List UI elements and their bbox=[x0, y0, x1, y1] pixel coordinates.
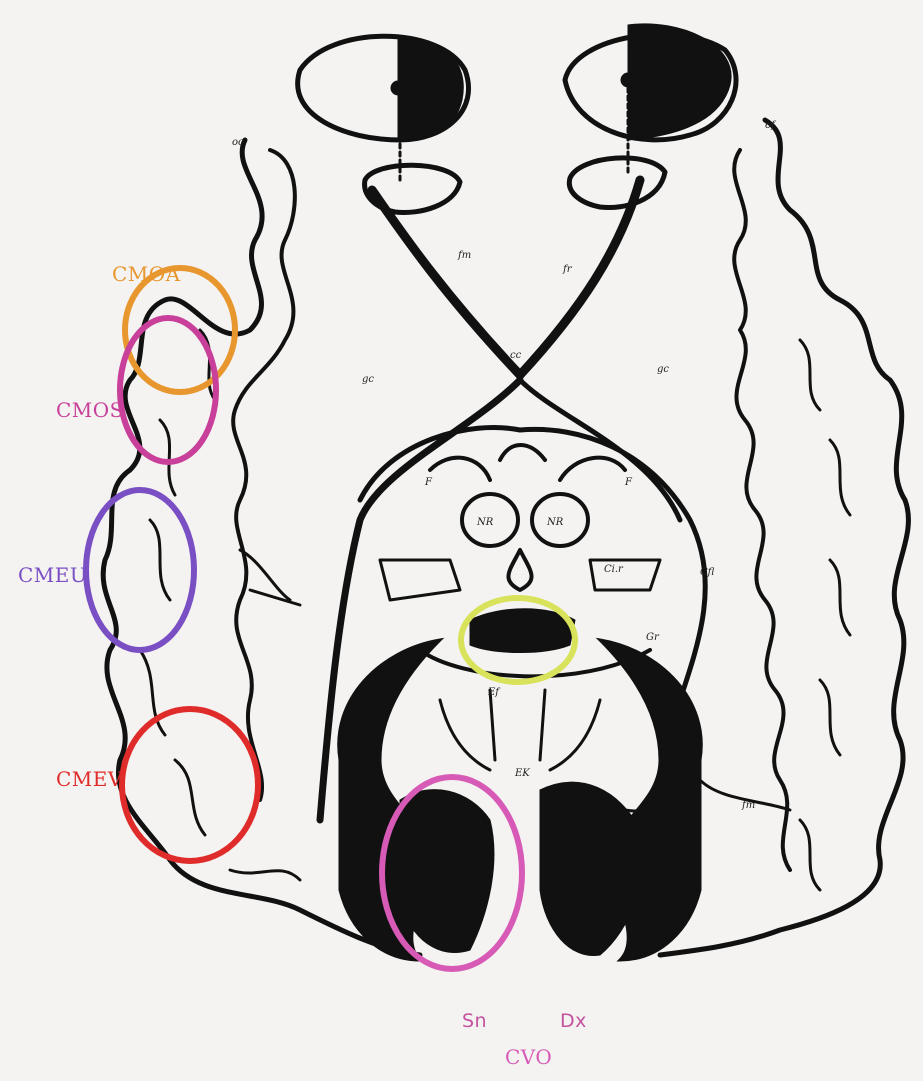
mark-gr: Gr bbox=[646, 632, 660, 643]
label-cvo: CVO bbox=[505, 1045, 552, 1069]
mark-f-left: F bbox=[424, 477, 433, 488]
mark-cfl: Cfl bbox=[700, 567, 715, 578]
mark-ek: EK bbox=[514, 768, 530, 779]
label-cmoa: CMOA bbox=[112, 262, 181, 286]
mark-fm-upper: fm bbox=[457, 250, 471, 261]
mark-f-right: F bbox=[624, 477, 633, 488]
label-sn: Sn bbox=[462, 1010, 487, 1032]
mark-os-left: oc bbox=[232, 137, 244, 148]
left-eye-icon bbox=[298, 36, 469, 212]
cerebellum bbox=[339, 640, 702, 960]
label-cmeu: CMEU bbox=[18, 563, 87, 587]
mark-cc: cc bbox=[510, 350, 522, 361]
mark-ci-r: Ci.r bbox=[604, 564, 624, 575]
anatomy-marks: fm fr cc gc gc NR NR F F Ci.r Cfl Gr Ef … bbox=[232, 120, 777, 811]
right-eye-icon bbox=[565, 24, 736, 208]
label-cmos: CMOS bbox=[56, 398, 124, 422]
mark-gc-right: gc bbox=[657, 364, 669, 375]
mark-fm-lower: fm bbox=[741, 800, 755, 811]
mark-fr: fr bbox=[562, 264, 573, 275]
mark-nr-right: NR bbox=[546, 517, 564, 528]
mark-gc-left: gc bbox=[362, 374, 374, 385]
mark-ef: Ef bbox=[487, 687, 501, 698]
label-cmev: CMEV bbox=[56, 767, 123, 791]
mark-nr-left: NR bbox=[476, 517, 494, 528]
label-dx: Dx bbox=[560, 1010, 587, 1032]
